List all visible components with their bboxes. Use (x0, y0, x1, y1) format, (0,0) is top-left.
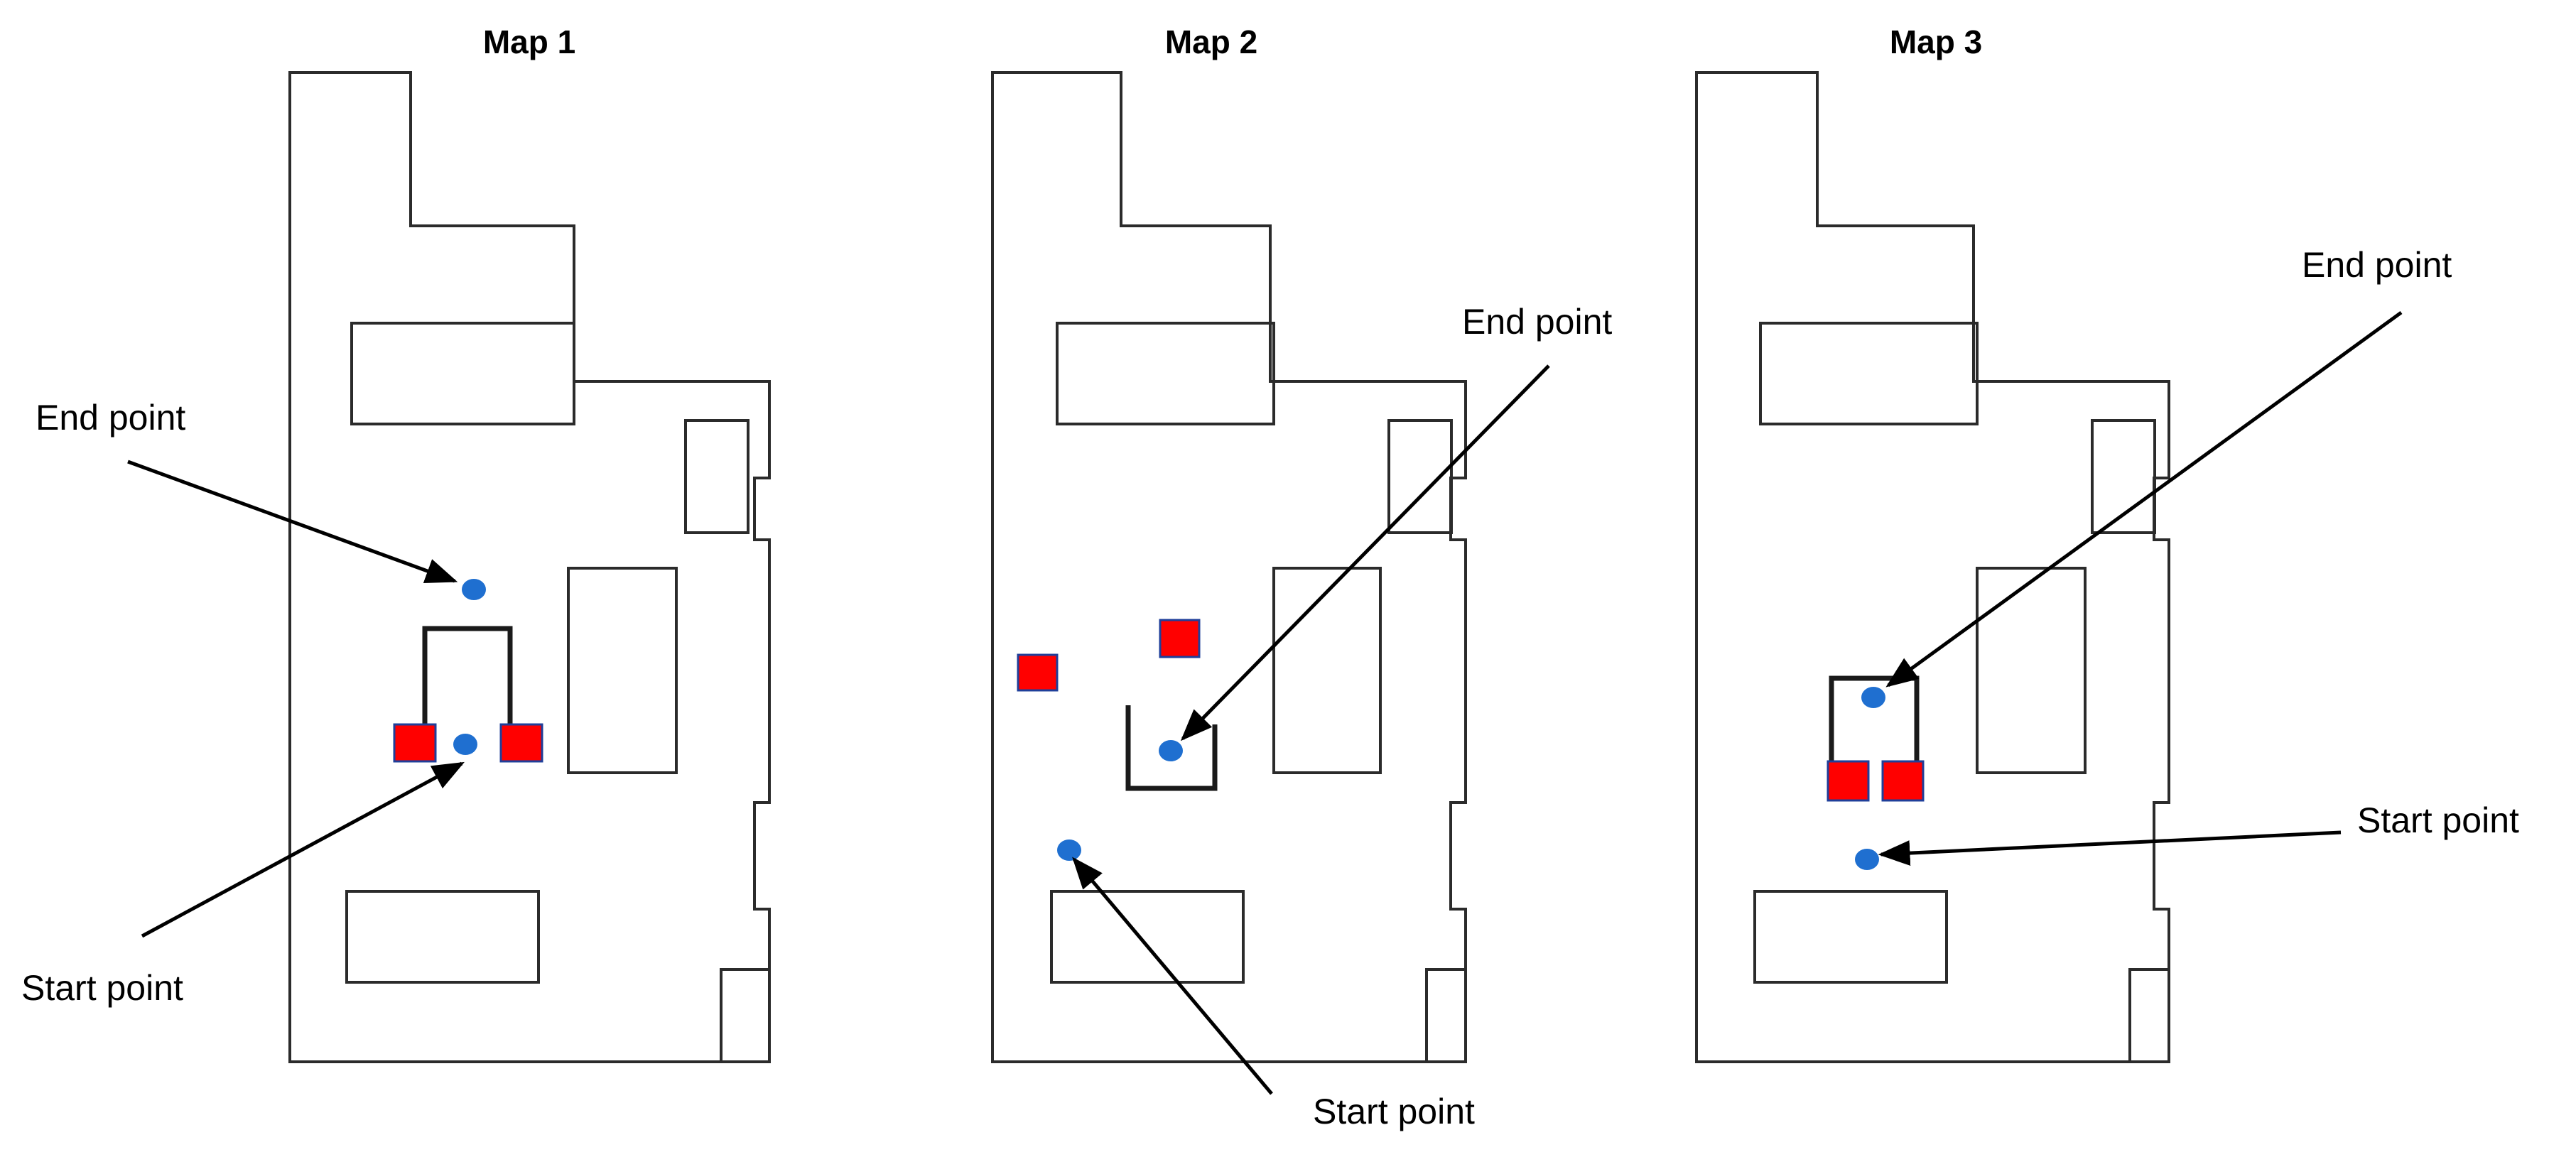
map-1-end-point (462, 579, 486, 600)
map-1-start-arrow (141, 761, 465, 938)
map-1-start-point (453, 734, 477, 755)
map-3: Map 3 End point Start point (1695, 23, 2519, 1063)
map-2-obstacle-left (1017, 653, 1059, 692)
map-1-building-outline (288, 71, 771, 1063)
map-3-building-outline (1695, 71, 2170, 1063)
map-2-side-room (1387, 419, 1453, 534)
map-2: Map 2 End point Start point (991, 23, 1612, 1131)
map-2-end-label: End point (1462, 302, 1612, 342)
map-1: Map 1 End point Start point (21, 23, 771, 1063)
map-3-title: Map 3 (1890, 23, 1982, 60)
map-3-start-arrow (1878, 830, 2342, 866)
map-1-side-room (684, 419, 749, 534)
map-2-title: Map 2 (1165, 23, 1257, 60)
map-3-room-middle (1976, 567, 2087, 774)
map-1-room-middle (567, 567, 678, 774)
map-2-building-outline (991, 71, 1467, 1063)
map-2-room-upper (1056, 322, 1275, 425)
map-1-obstacle-right (499, 723, 543, 763)
map-3-start-point (1855, 849, 1879, 870)
map-2-start-label: Start point (1313, 1092, 1475, 1131)
map-1-barrier (422, 626, 513, 759)
map-2-end-arrow (1180, 364, 1550, 741)
map-1-room-upper (350, 322, 575, 425)
map-3-room-upper (1759, 322, 1979, 425)
map-3-barrier (1829, 675, 1920, 767)
map-3-closet (2128, 968, 2169, 1062)
map-3-side-room (2091, 419, 2156, 534)
map-2-room-middle (1272, 567, 1382, 774)
map-1-closet (720, 968, 769, 1062)
map-3-obstacle-left (1827, 760, 1870, 802)
map-1-title: Map 1 (483, 23, 575, 60)
map-3-room-lower (1753, 890, 1948, 984)
map-2-start-arrow (1072, 857, 1273, 1095)
map-1-room-lower (345, 890, 540, 984)
map-3-end-arrow (1885, 310, 2403, 688)
map-2-start-point (1057, 839, 1081, 861)
map-2-end-point (1159, 740, 1183, 761)
map-2-closet (1425, 968, 1466, 1062)
map-1-end-label: End point (36, 398, 185, 438)
map-3-obstacle-right (1881, 760, 1925, 802)
map-1-start-label: Start point (21, 968, 183, 1008)
map-1-end-arrow (127, 460, 458, 584)
map-2-obstacle-right (1159, 619, 1201, 658)
map-3-end-label: End point (2302, 245, 2452, 285)
map-2-room-lower (1050, 890, 1245, 984)
map-3-end-point (1861, 687, 1885, 708)
map-2-barrier (1125, 705, 1218, 791)
map-1-obstacle-left (393, 723, 437, 763)
map-3-start-label: Start point (2357, 800, 2519, 840)
